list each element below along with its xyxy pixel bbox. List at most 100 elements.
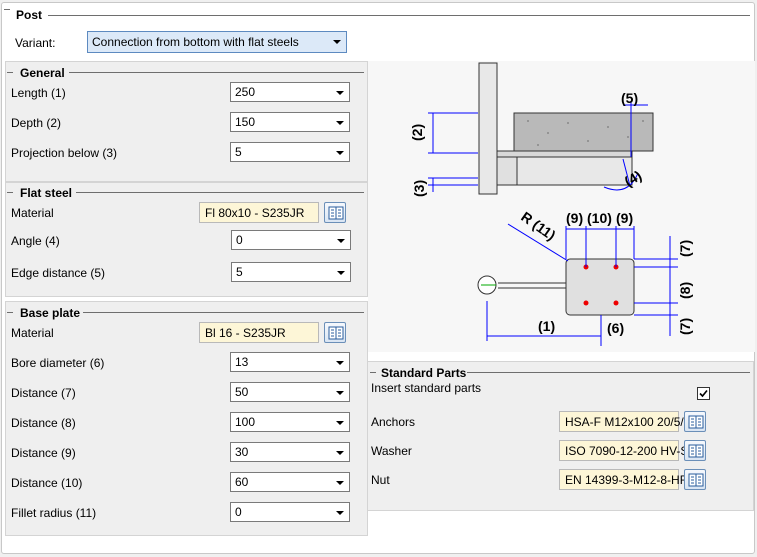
flat-steel-library-button[interactable] — [324, 202, 346, 223]
post-line-left — [4, 9, 10, 10]
diagram-label-10: (10) — [587, 210, 612, 226]
variant-value: Connection from bottom with flat steels — [92, 35, 299, 49]
flat-steel-material-label: Material — [11, 206, 54, 220]
anchors-label: Anchors — [371, 415, 416, 429]
distance-7-dropdown[interactable]: 50 — [230, 382, 350, 402]
diagram-label-4: (4) — [622, 167, 645, 189]
dropdown-arrow-icon — [336, 91, 344, 95]
distance-10-dropdown[interactable]: 60 — [230, 472, 350, 492]
dropdown-arrow-icon — [336, 151, 344, 155]
dropdown-arrow-icon — [336, 121, 344, 125]
dropdown-arrow-icon — [336, 511, 344, 515]
dropdown-arrow-icon — [336, 451, 344, 455]
diagram-label-1: (1) — [538, 318, 555, 334]
base-plate-library-button[interactable] — [324, 322, 346, 343]
distance-8-label: Distance (8) — [11, 416, 76, 430]
distance-7-label: Distance (7) — [11, 386, 76, 400]
post-title: Post — [16, 8, 43, 22]
distance-8-dropdown[interactable]: 100 — [230, 412, 350, 432]
distance-10-value: 60 — [235, 475, 249, 489]
dropdown-arrow-icon — [336, 421, 344, 425]
diagram-label-6: (6) — [607, 320, 624, 336]
angle-dropdown[interactable]: 0 — [231, 230, 351, 250]
general-line-left — [7, 72, 13, 73]
standard-parts-line — [467, 372, 750, 373]
fillet-radius-dropdown[interactable]: 0 — [230, 502, 350, 522]
diagram-label-11: R (11) — [518, 208, 558, 243]
bore-diameter-value: 13 — [235, 355, 249, 369]
general-line — [69, 72, 364, 73]
checkmark-icon — [699, 389, 708, 398]
diagram-label-7a: (7) — [677, 240, 693, 257]
washer-field[interactable]: ISO 7090-12-200 HV-S — [559, 440, 688, 461]
nut-label: Nut — [371, 473, 390, 487]
diagram-label-5: (5) — [621, 90, 638, 106]
bore-diameter-dropdown[interactable]: 13 — [230, 352, 350, 372]
depth-dropdown[interactable]: 150 — [230, 112, 350, 132]
flat-steel-line-left — [7, 192, 13, 193]
distance-7-value: 50 — [235, 385, 249, 399]
nut-field[interactable]: EN 14399-3-M12-8-HF — [559, 469, 687, 490]
base-plate-line — [83, 312, 364, 313]
connection-diagram-svg: (1) (2) (3) (4) (5) (6) (7) (8) (7) (9) … — [409, 62, 693, 346]
library-icon — [688, 473, 704, 487]
edge-distance-value: 5 — [236, 265, 243, 279]
diagram-label-3: (3) — [411, 180, 427, 197]
dropdown-arrow-icon — [336, 361, 344, 365]
dropdown-arrow-icon — [337, 239, 345, 243]
variant-label: Variant: — [15, 36, 56, 50]
base-plate-material-label: Material — [11, 326, 54, 340]
post-line — [48, 15, 750, 16]
dropdown-arrow-icon — [336, 481, 344, 485]
washer-label: Washer — [371, 444, 412, 458]
distance-8-value: 100 — [235, 415, 256, 429]
distance-9-label: Distance (9) — [11, 446, 76, 460]
edge-distance-dropdown[interactable]: 5 — [231, 262, 351, 282]
variant-dropdown[interactable]: Connection from bottom with flat steels — [87, 31, 347, 53]
projection-dropdown[interactable]: 5 — [230, 142, 350, 162]
insert-standard-parts-checkbox[interactable] — [697, 387, 710, 400]
projection-label: Projection below (3) — [11, 146, 118, 160]
depth-value: 150 — [235, 115, 256, 129]
base-plate-title: Base plate — [20, 306, 81, 320]
connection-diagram: (1) (2) (3) (4) (5) (6) (7) (8) (7) (9) … — [368, 61, 755, 352]
flat-steel-line — [76, 192, 364, 193]
distance-10-label: Distance (10) — [11, 476, 83, 490]
washer-value: ISO 7090-12-200 HV-S — [565, 444, 689, 458]
projection-value: 5 — [235, 145, 242, 159]
bore-diameter-label: Bore diameter (6) — [11, 356, 105, 370]
dropdown-arrow-icon — [336, 391, 344, 395]
anchors-field[interactable]: HSA-F M12x100 20/5/ — [559, 411, 684, 432]
base-plate-line-left — [7, 312, 13, 313]
length-dropdown[interactable]: 250 — [230, 82, 350, 102]
washer-library-button[interactable] — [684, 440, 706, 461]
base-plate-material-value: Bl 16 - S235JR — [205, 326, 286, 340]
edge-distance-label: Edge distance (5) — [11, 266, 106, 280]
diagram-label-7b: (7) — [677, 318, 693, 335]
nut-library-button[interactable] — [684, 469, 706, 490]
library-icon — [328, 206, 344, 220]
fillet-radius-label: Fillet radius (11) — [11, 506, 97, 520]
diagram-label-2: (2) — [409, 124, 425, 141]
diagram-label-8: (8) — [677, 282, 693, 299]
length-label: Length (1) — [11, 86, 66, 100]
distance-9-dropdown[interactable]: 30 — [230, 442, 350, 462]
anchors-value: HSA-F M12x100 20/5/ — [565, 415, 684, 429]
flat-steel-material-value: Fl 80x10 - S235JR — [205, 206, 305, 220]
library-icon — [688, 415, 704, 429]
distance-9-value: 30 — [235, 445, 249, 459]
base-plate-material-field[interactable]: Bl 16 - S235JR — [199, 322, 319, 343]
standard-parts-title: Standard Parts — [381, 366, 467, 380]
insert-standard-parts-label: Insert standard parts — [371, 381, 482, 395]
standard-parts-line-left — [370, 372, 376, 373]
dropdown-arrow-icon — [337, 271, 345, 275]
anchors-library-button[interactable] — [684, 411, 706, 432]
nut-value: EN 14399-3-M12-8-HF — [565, 473, 688, 487]
flat-steel-title: Flat steel — [20, 186, 73, 200]
flat-steel-material-field[interactable]: Fl 80x10 - S235JR — [199, 202, 319, 223]
diagram-label-9b: (9) — [616, 210, 633, 226]
dropdown-arrow-icon — [333, 40, 341, 44]
angle-value: 0 — [236, 233, 243, 247]
library-icon — [328, 326, 344, 340]
fillet-radius-value: 0 — [235, 505, 242, 519]
